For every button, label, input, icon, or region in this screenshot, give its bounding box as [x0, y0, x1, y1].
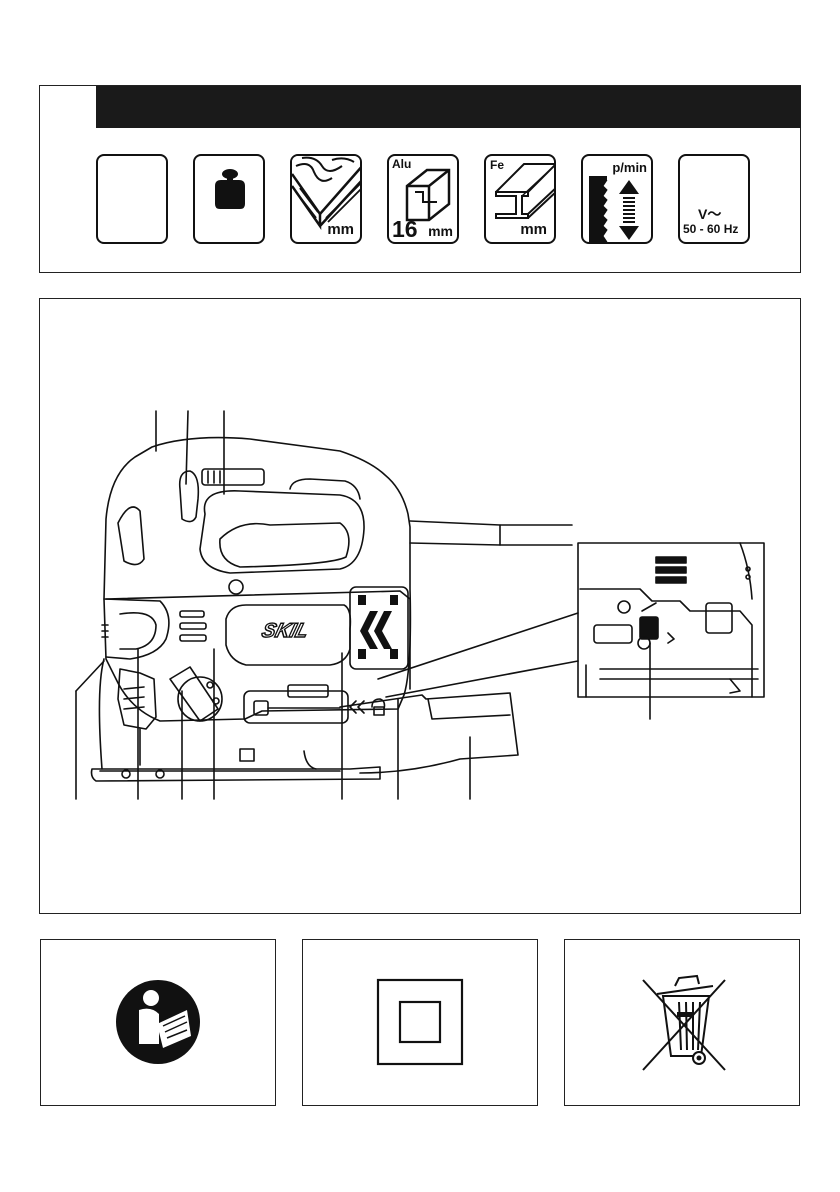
- header-bar: [96, 86, 801, 128]
- aluminium-cutting-depth-icon: Alu 16 mm: [387, 154, 459, 244]
- frequency-label: 50 - 60 Hz: [683, 222, 738, 236]
- jigsaw-body: [104, 438, 410, 721]
- voltage-frequency-icon: V～ 50 - 60 Hz: [678, 154, 750, 244]
- alu-value: 16: [392, 218, 418, 241]
- slide-switch-chevrons: [358, 595, 398, 659]
- brand-logo-text: SKIL: [259, 620, 310, 642]
- read-manual-symbol-box: [40, 939, 276, 1106]
- skil-logo: SKIL: [259, 620, 310, 642]
- wood-mm-label: mm: [327, 221, 354, 238]
- jigsaw-diagram-panel: SKIL: [39, 298, 801, 914]
- stroke-label: p/min: [612, 160, 647, 175]
- fe-mm-label: mm: [520, 221, 547, 238]
- alu-mm-label: mm: [428, 223, 453, 239]
- wood-cutting-depth-icon: mm: [290, 154, 362, 244]
- alu-label: Alu: [392, 157, 411, 171]
- blank-icon: [96, 154, 168, 244]
- double-insulation-icon: [303, 940, 537, 1105]
- inset-detail-box: [578, 543, 764, 697]
- spec-panel: mm Alu 16 mm Fe mm: [39, 85, 801, 273]
- double-insulation-symbol-box: [302, 939, 538, 1106]
- weee-bin-icon: [565, 940, 799, 1105]
- read-manual-icon: [41, 940, 275, 1105]
- fe-label: Fe: [490, 158, 504, 172]
- jigsaw-drawing: SKIL: [40, 299, 800, 913]
- steel-cutting-depth-icon: Fe mm: [484, 154, 556, 244]
- stroke-rate-icon: p/min: [581, 154, 653, 244]
- callout-line: [186, 411, 188, 484]
- voltage-label: V～: [698, 204, 721, 224]
- weight-icon: [193, 154, 265, 244]
- weee-symbol-box: [564, 939, 800, 1106]
